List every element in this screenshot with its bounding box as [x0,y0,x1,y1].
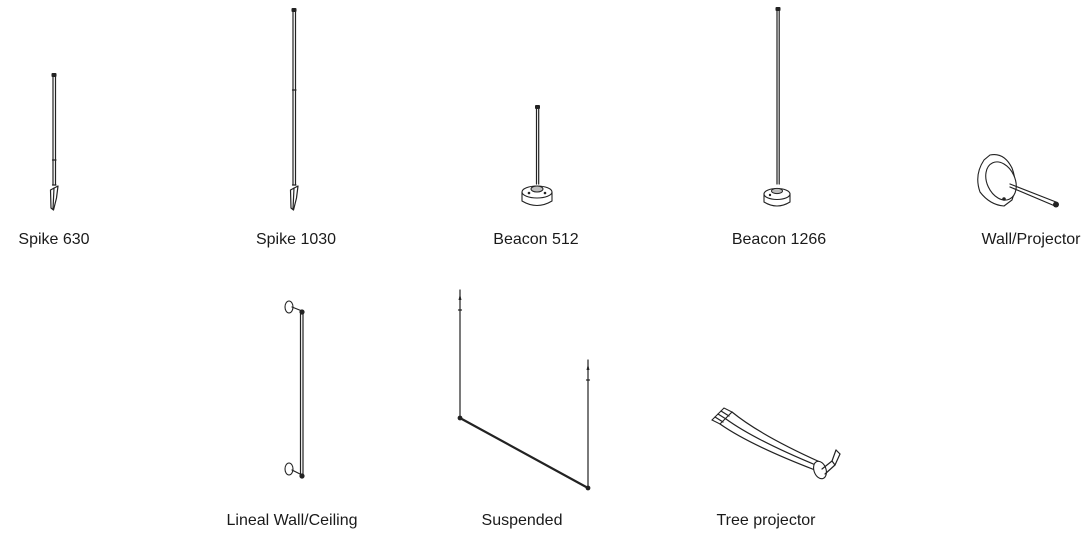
product-tree-projector [690,270,860,510]
caption-spike-630: Spike 630 [18,231,90,248]
product-lineal-wall-ceiling [240,270,360,510]
caption-spike-1030: Spike 1030 [255,231,337,248]
wall-projector-drawing [977,153,1059,208]
caption-suspended: Suspended [481,512,563,529]
caption-beacon-1266: Beacon 1266 [731,231,827,248]
product-suspended [440,270,610,510]
caption-tree-projector: Tree projector [716,512,816,529]
spike-1030-drawing [289,8,299,211]
suspended-drawing [457,289,591,491]
beacon-1266-drawing [763,7,791,207]
beacon-512-drawing [521,105,553,207]
tree-projector-drawing [711,407,841,480]
product-spike-1030 [240,0,350,260]
product-wall-projector [960,0,1090,260]
product-spike-630 [0,0,110,260]
product-beacon-1266 [720,0,830,260]
lineal-wall-ceiling-drawing [284,300,305,479]
product-beacon-512 [480,0,590,260]
caption-wall-projector: Wall/Projector [981,231,1081,248]
spike-630-drawing [49,73,59,211]
caption-beacon-512: Beacon 512 [493,231,579,248]
caption-lineal-wall-ceiling: Lineal Wall/Ceiling [226,512,358,529]
